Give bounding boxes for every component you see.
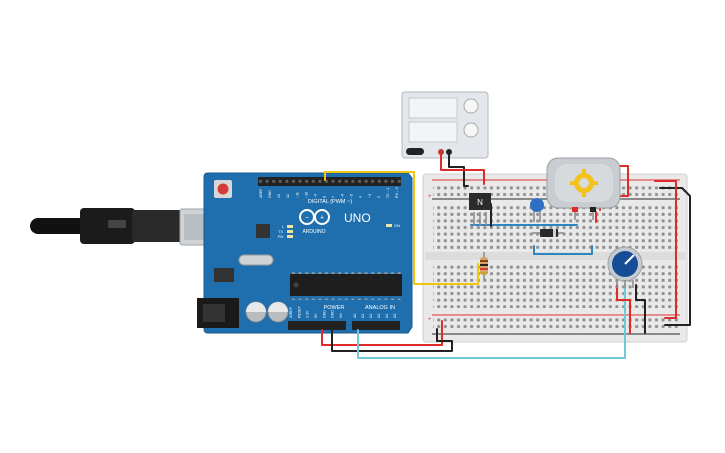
- wire-rail-red-right: [654, 180, 677, 319]
- svg-text:ON: ON: [394, 223, 400, 228]
- digital-pin-label: GND: [268, 190, 272, 198]
- digital-pin-label: AREF: [259, 188, 263, 198]
- digital-pin-label: 12: [286, 194, 290, 198]
- wire-yellow-signal: [324, 171, 479, 285]
- analog-pin-label: A3: [377, 314, 381, 318]
- atmega-chip: [289, 270, 403, 300]
- analog-pin-label: A4: [385, 314, 389, 318]
- svg-text:TX: TX: [278, 229, 283, 234]
- svg-text:RX: RX: [278, 234, 284, 239]
- arduino-uno-board[interactable]: DIGITAL (PWM ~) AREF GND 13 12 ~11 ~10 ~9 8 7 ~6 ~…: [197, 172, 413, 334]
- negative-terminal[interactable]: [446, 149, 452, 155]
- analog-pin-label: A5: [393, 314, 397, 318]
- transistor-label: N: [477, 198, 483, 207]
- digital-pin-label: 4: [359, 196, 363, 198]
- power-pin-label: 3.3V: [306, 310, 310, 318]
- svg-text:−: −: [305, 215, 309, 222]
- motor-shaft-icon: [570, 169, 598, 197]
- analog-pin-header[interactable]: [352, 321, 400, 330]
- power-switch[interactable]: [406, 148, 424, 155]
- usb-cable[interactable]: [30, 208, 233, 246]
- wire-blue-2: [533, 245, 593, 255]
- digital-header-label: DIGITAL (PWM ~): [308, 199, 352, 205]
- current-knob[interactable]: [463, 122, 479, 138]
- analog-pin-label: A0: [353, 314, 357, 318]
- npn-transistor[interactable]: N: [469, 193, 491, 226]
- svg-text:+: +: [428, 194, 432, 200]
- brand-label: UNO: [344, 211, 371, 225]
- wire-arduino-5v: [321, 320, 443, 346]
- digital-pin-label: ~10: [304, 192, 308, 198]
- svg-text:+: +: [320, 215, 324, 222]
- power-pin-label: GND: [322, 310, 326, 318]
- analog-pin-label: A2: [369, 314, 373, 318]
- voltage-regulator: [214, 268, 234, 282]
- dc-power-supply[interactable]: [401, 91, 489, 159]
- digital-pin-label: TX→1: [386, 188, 390, 198]
- usb-chip: [256, 224, 270, 238]
- digital-pin-label: 8: [322, 196, 326, 198]
- digital-pin-labels: AREF GND 13 12 ~11 ~10 ~9 8 7 ~6 ~5 4 ~3 2 TX→1 RX←0: [259, 187, 399, 198]
- power-pin-label: Vin: [339, 313, 343, 318]
- digital-pin-label: ~5: [350, 194, 354, 198]
- svg-text:L: L: [282, 224, 285, 229]
- digital-pin-label: ~11: [295, 192, 299, 198]
- analog-pin-label: A1: [361, 314, 365, 318]
- voltage-knob[interactable]: [463, 98, 479, 114]
- digital-pin-label: ~3: [368, 194, 372, 198]
- resistor[interactable]: [480, 252, 488, 280]
- digital-pin-label: 13: [277, 194, 281, 198]
- digital-pin-label: RX←0: [395, 187, 399, 198]
- analog-pin-labels: A0 A1 A2 A3 A4 A5: [353, 314, 397, 318]
- arduino-logo: − +: [299, 209, 330, 225]
- power-pin-label: RESET: [297, 305, 301, 318]
- power-pin-label: 5V: [314, 313, 318, 318]
- power-pin-label: GND: [331, 310, 335, 318]
- wire-rail-black-right: [659, 187, 691, 326]
- digital-pin-label: ~9: [313, 194, 317, 198]
- dc-motor[interactable]: [546, 157, 621, 220]
- wire-supply-negative: [448, 153, 469, 187]
- analog-header-label: ANALOG IN: [365, 305, 395, 311]
- power-pin-label: IOREF: [289, 306, 293, 318]
- board-capacitors: [245, 301, 289, 323]
- digital-pin-label: 2: [377, 196, 381, 198]
- power-pin-labels: IOREF RESET 3.3V 5V GND GND Vin: [289, 305, 343, 318]
- digital-pin-label: 7: [332, 196, 336, 198]
- ceramic-capacitor[interactable]: [530, 198, 544, 222]
- wire-pot-red: [616, 284, 631, 334]
- svg-text:+: +: [428, 317, 432, 323]
- digital-pin-label: ~6: [341, 194, 345, 198]
- power-pin-header[interactable]: [288, 321, 346, 330]
- wire-arduino-gnd: [331, 328, 453, 352]
- power-header-label: POWER: [324, 305, 345, 311]
- status-leds: L TX RX ON: [278, 223, 400, 239]
- wire-pot-black: [635, 284, 646, 334]
- wire-arduino-a0: [357, 284, 626, 359]
- positive-terminal[interactable]: [438, 149, 444, 155]
- diode[interactable]: [532, 229, 564, 237]
- reset-button[interactable]: [214, 180, 232, 198]
- wire-supply-positive: [440, 153, 485, 185]
- potentiometer[interactable]: [607, 246, 643, 288]
- crystal: [238, 254, 274, 266]
- logo-text: ARDUINO: [302, 229, 325, 235]
